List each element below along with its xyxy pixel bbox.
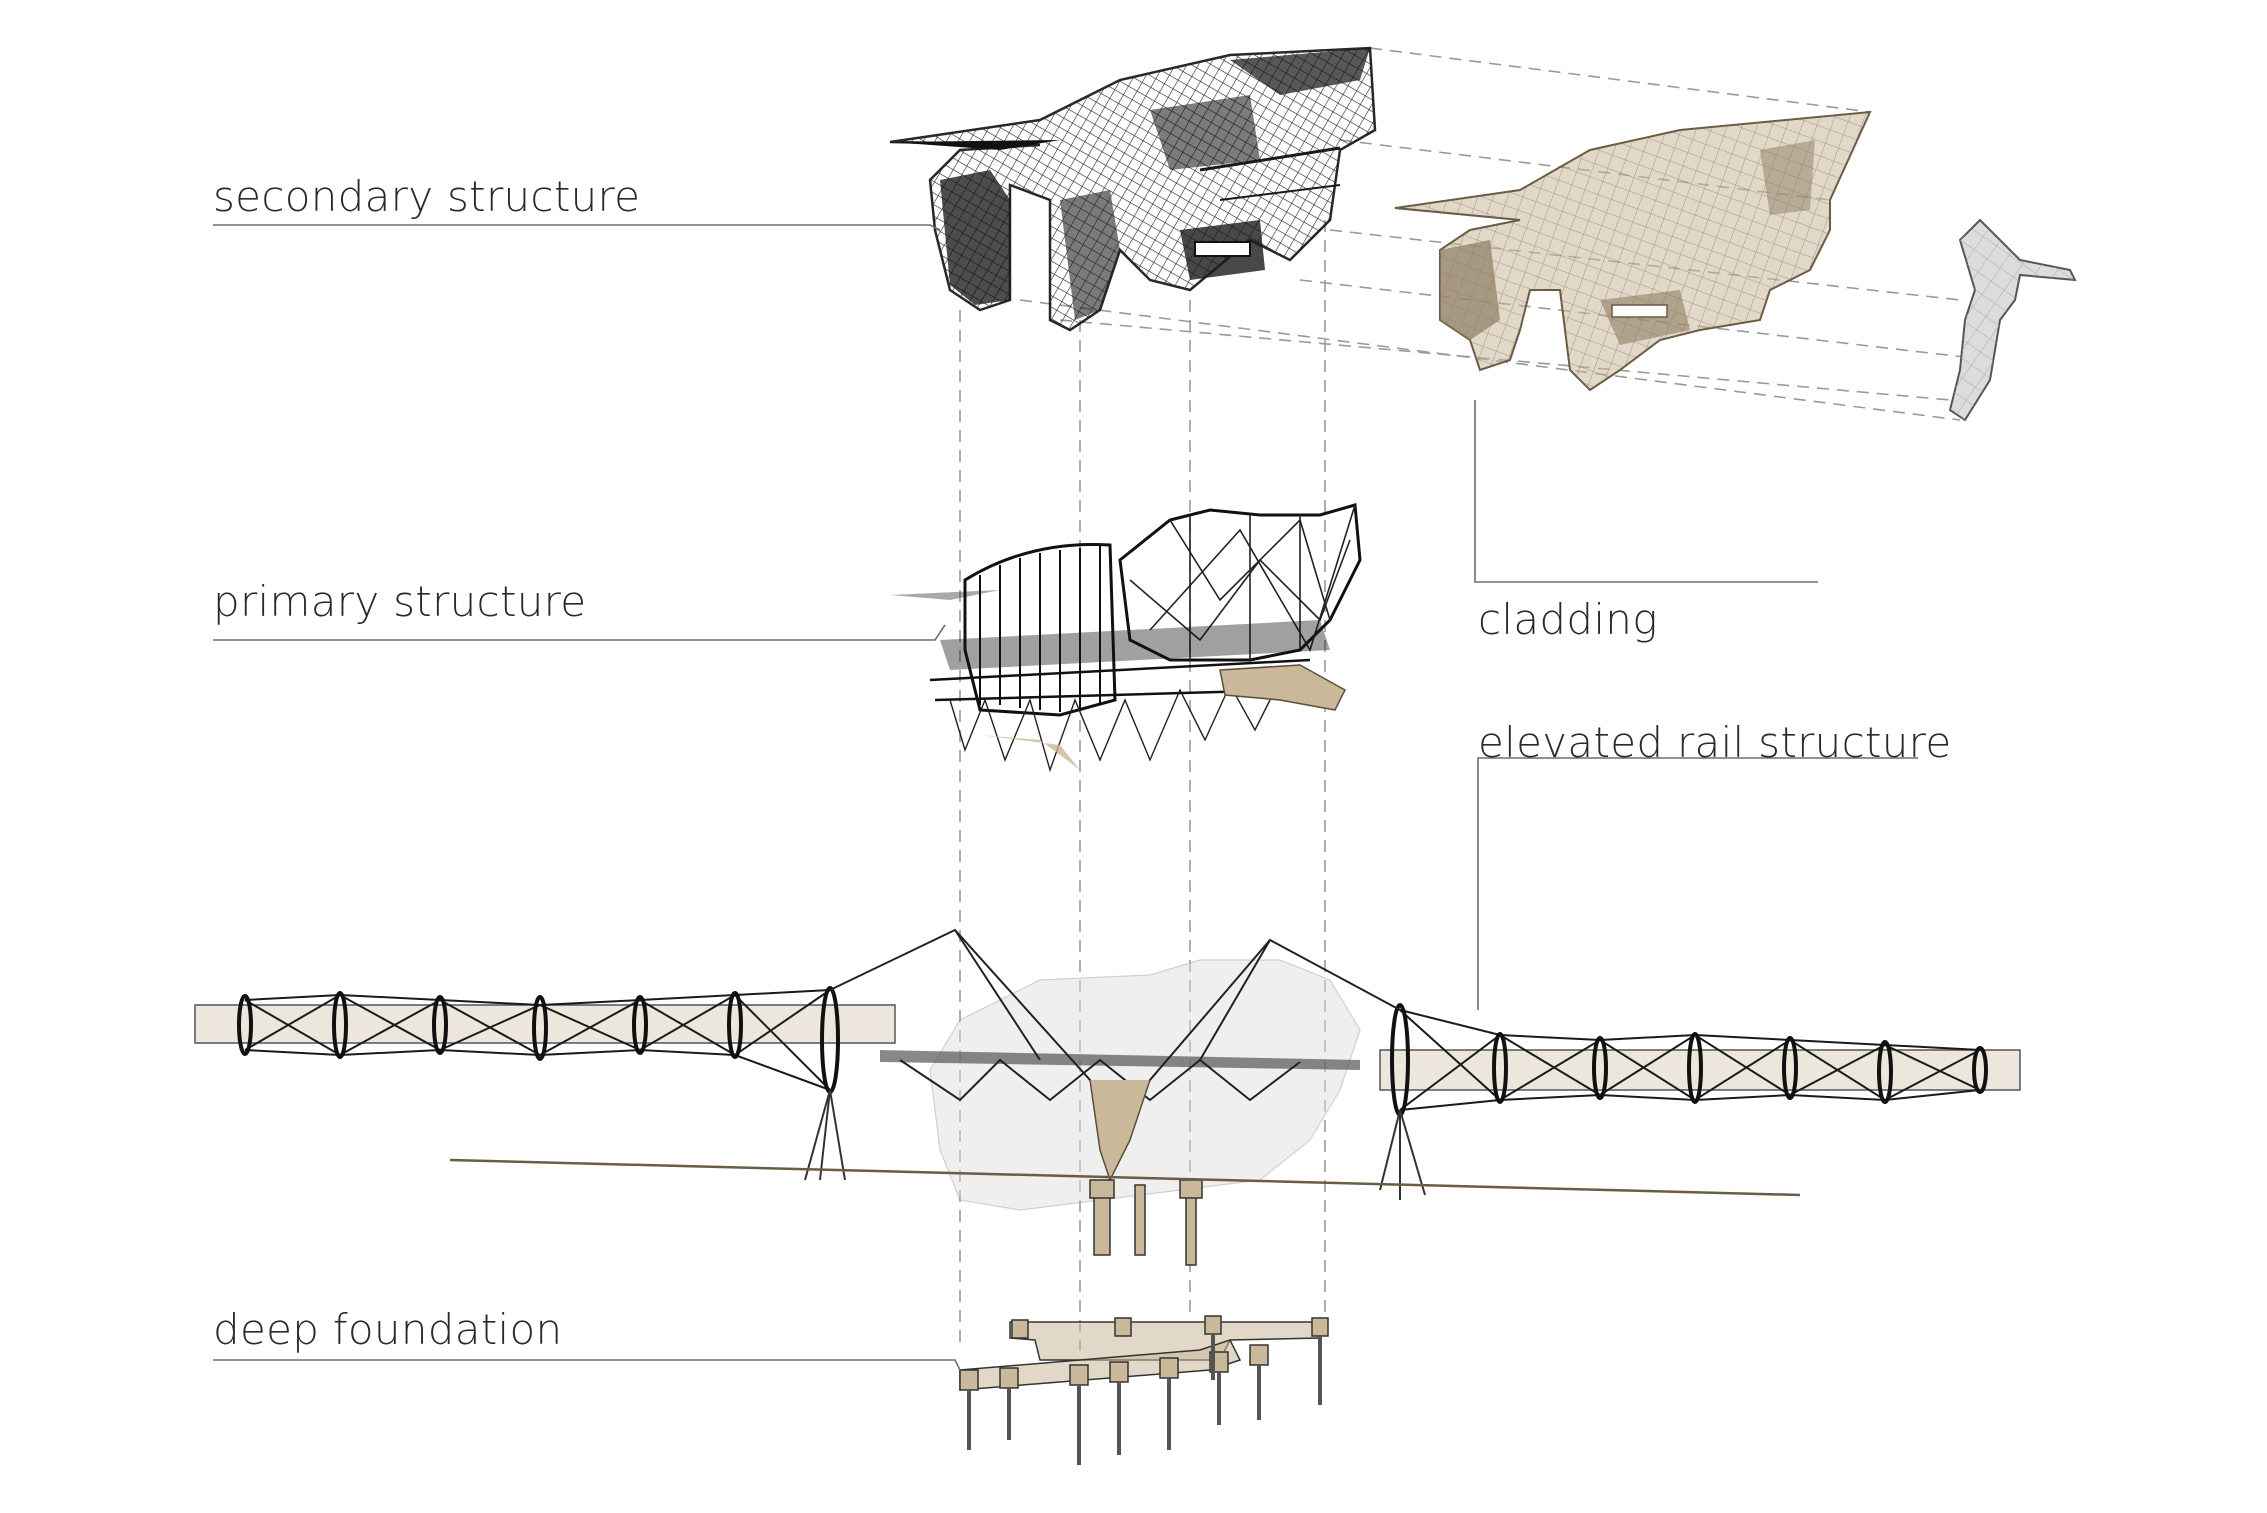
cladding-panel-drawing — [1948, 218, 2077, 422]
leader-lines — [213, 224, 1918, 1371]
secondary-structure-drawing — [889, 46, 1377, 332]
label-elevated-rail-structure: elevated rail structure — [1478, 718, 1951, 767]
label-primary-structure: primary structure — [213, 577, 586, 626]
label-cladding: cladding — [1478, 595, 1658, 644]
deep-foundation-drawing — [959, 1315, 1329, 1465]
cladding-drawing — [1394, 110, 1872, 392]
label-deep-foundation: deep foundation — [213, 1305, 562, 1354]
primary-structure-drawing — [890, 503, 1362, 773]
elevated-rail-structure-drawing — [194, 928, 2021, 1266]
label-secondary-structure: secondary structure — [213, 172, 640, 221]
